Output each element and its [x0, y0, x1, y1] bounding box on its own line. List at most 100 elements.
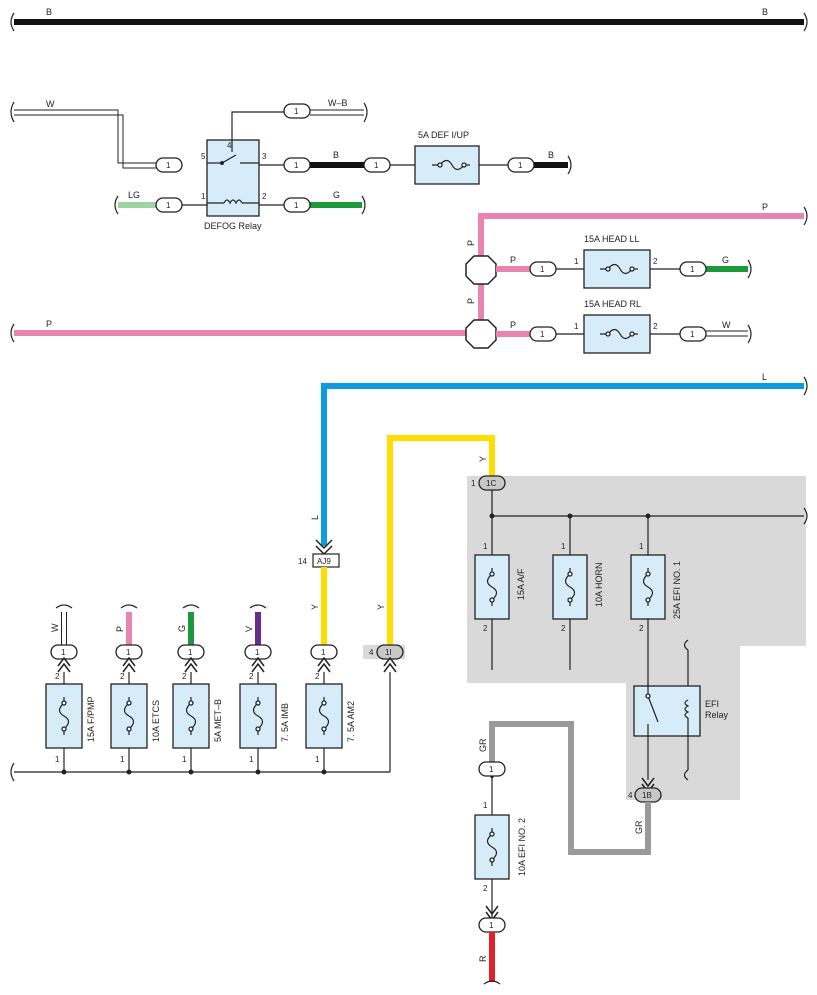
- head-ll-in-label: P: [510, 255, 516, 265]
- svg-text:2: 2: [483, 884, 488, 893]
- l-wire-vert-label: L: [310, 515, 320, 520]
- head-connectors: 1 1 1 1: [529, 261, 707, 342]
- fuse-af: 1 2 15A A/F: [474, 516, 526, 670]
- l-wire: L L AJ9 14 Y: [298, 372, 808, 646]
- head-left-p-label: P: [46, 319, 52, 329]
- head-rl-out-label: W: [722, 320, 731, 330]
- efi2-r-label: R: [478, 955, 488, 962]
- bottom-fuse-label-3: 7. 5A IMB: [280, 703, 290, 742]
- bottom-fuse-label-4: 7. 5A AM2: [346, 701, 356, 742]
- svg-text:1C: 1C: [486, 479, 496, 488]
- bottom-fuse-wire-label-3: V: [244, 626, 254, 632]
- relay-pin-5: 5: [201, 152, 206, 161]
- svg-text:1: 1: [126, 648, 131, 657]
- svg-text:1: 1: [120, 755, 125, 764]
- fuse-def-out-label: B: [548, 150, 554, 160]
- relay-pin-4: 4: [227, 141, 232, 150]
- svg-text:1: 1: [55, 755, 60, 764]
- defog-relay-label: DEFOG Relay: [204, 221, 262, 231]
- bottom-fuse-label-1: 10A ETCS: [151, 700, 161, 742]
- head-ll-out-label: G: [722, 255, 729, 265]
- bottom-fuse-4: 1 2 1 7. 5A AM2: [305, 644, 356, 775]
- head-section: P P P P P 15A HEAD LL 1 2 G P 15A HEAD R…: [10, 202, 808, 354]
- svg-text:1: 1: [61, 648, 66, 657]
- svg-text:1: 1: [518, 161, 523, 170]
- junction-upper: [465, 255, 497, 285]
- wire-g-label: G: [333, 190, 340, 200]
- fuse-efi2: 1 1 2 10A EFI NO. 2 1 R: [474, 761, 527, 985]
- svg-text:2: 2: [639, 624, 644, 633]
- svg-text:1: 1: [374, 161, 379, 170]
- svg-text:1: 1: [255, 648, 260, 657]
- svg-text:1: 1: [483, 542, 488, 551]
- efi-relay-label-2: Relay: [705, 710, 729, 720]
- wire-wb-label: W–B: [328, 98, 348, 108]
- grey-block-internals: 1C 1 1 2 15A A/F 1 2 10A HORN: [471, 475, 808, 803]
- head-vert-p2: P: [466, 298, 476, 304]
- svg-text:1: 1: [574, 257, 579, 266]
- top-bus-left-label: B: [46, 7, 52, 17]
- svg-text:1: 1: [540, 265, 545, 274]
- svg-text:2: 2: [120, 672, 125, 681]
- top-bus-right-label: B: [762, 7, 768, 17]
- svg-text:2: 2: [561, 624, 566, 633]
- svg-text:2: 2: [483, 624, 488, 633]
- svg-text:1: 1: [321, 648, 326, 657]
- bottom-fuse-0: W 1 2 1 15A F/PMP: [45, 604, 96, 775]
- svg-text:1: 1: [188, 648, 193, 657]
- svg-text:2: 2: [55, 672, 60, 681]
- head-rl-in-label: P: [510, 320, 516, 330]
- fuse-efi2-label: 10A EFI NO. 2: [517, 818, 527, 876]
- fuse-horn-label: 10A HORN: [594, 562, 604, 607]
- svg-text:2: 2: [249, 672, 254, 681]
- svg-text:1: 1: [315, 755, 320, 764]
- defog-section: W W–B 5 4 3 1 2 DEFOG Relay B 5: [10, 98, 572, 231]
- defog-relay: [206, 139, 260, 217]
- aj9-y-label: Y: [310, 604, 320, 610]
- svg-text:1: 1: [294, 201, 299, 210]
- svg-text:1: 1: [471, 479, 476, 488]
- svg-text:4: 4: [369, 648, 374, 657]
- svg-text:1: 1: [574, 322, 579, 331]
- svg-text:1: 1: [483, 801, 488, 810]
- svg-text:1: 1: [690, 265, 695, 274]
- relay-pin-2: 2: [262, 192, 267, 201]
- y-top-label: Y: [478, 456, 488, 462]
- wire-w-label: W: [46, 99, 55, 109]
- svg-text:1: 1: [166, 201, 171, 210]
- gr-left-label: GR: [478, 738, 488, 752]
- top-b-bus: B B: [10, 7, 808, 32]
- svg-text:2: 2: [653, 322, 658, 331]
- svg-text:1: 1: [166, 161, 171, 170]
- l-wire-right-label: L: [762, 372, 767, 382]
- svg-text:1: 1: [182, 755, 187, 764]
- fuse-head-rl-label: 15A HEAD RL: [584, 299, 641, 309]
- bottom-fuse-wire-label-0: W: [50, 623, 60, 632]
- y-wire: Y Y 1I 4: [369, 435, 495, 772]
- fuse-horn: 1 2 10A HORN: [552, 516, 604, 670]
- svg-text:1: 1: [249, 755, 254, 764]
- svg-text:2: 2: [315, 672, 320, 681]
- svg-text:1: 1: [489, 765, 494, 774]
- defog-connectors: 1 1 1 1 1 1 1: [155, 103, 535, 213]
- gr-wire: GR GR: [478, 721, 651, 855]
- bottom-fuse-wire-label-2: G: [177, 625, 187, 632]
- fuse-head-rl: [583, 314, 651, 354]
- fuse-efi1: 1 2 25A EFI NO. 1: [630, 516, 682, 686]
- fuse-af-label: 15A A/F: [516, 568, 526, 600]
- svg-text:1: 1: [639, 542, 644, 551]
- bottom-fuse-label-0: 15A F/PMP: [86, 696, 96, 742]
- svg-text:1: 1: [294, 107, 299, 116]
- relay-block-area: [467, 476, 806, 800]
- bottom-fuse-3: V 1 2 1 7. 5A IMB: [239, 604, 290, 775]
- svg-text:1B: 1B: [642, 791, 652, 800]
- bottom-fuse-label-2: 5A MET–B: [213, 699, 223, 742]
- relay-pin-3: 3: [262, 152, 267, 161]
- efi-relay-label-1: EFI: [705, 699, 719, 709]
- fuse-head-ll-label: 15A HEAD LL: [584, 234, 640, 244]
- conn-aj9-label: AJ9: [317, 557, 331, 566]
